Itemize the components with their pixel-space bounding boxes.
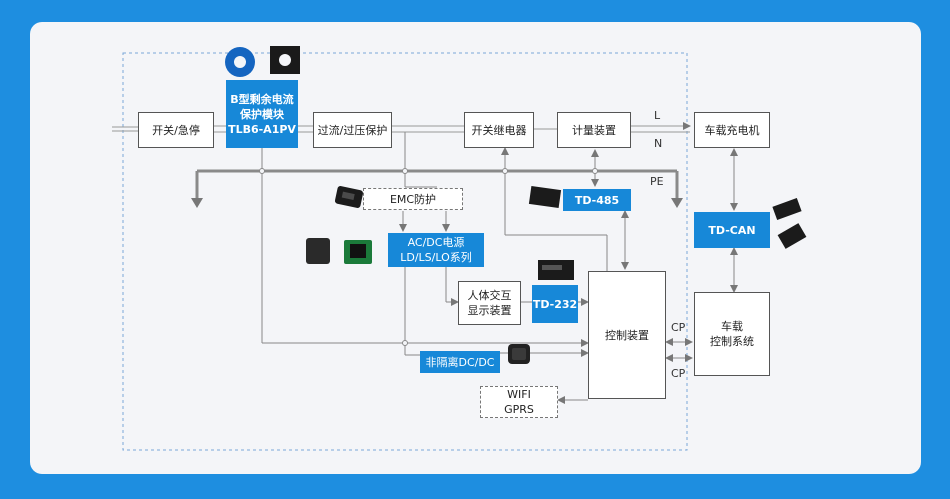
relay-label: 开关继电器 [471,123,527,137]
tdcan-chip-image [772,198,807,249]
crossing-marks [259,168,598,346]
td232-chip-image [538,260,574,280]
switch-estop-label: 开关/急停 [152,123,200,137]
control-label: 控制装置 [605,328,649,342]
emc-label: EMC防护 [389,192,437,206]
acdc-module: AC/DC电源 LD/LS/LO系列 [388,233,484,267]
meter-box: 计量装置 [557,112,631,148]
hmi-label-2: 显示装置 [467,304,512,317]
dcdc-module: 非隔离DC/DC [420,351,500,373]
tdcan-label: TD-CAN [708,223,756,237]
cp-label-1: CP [671,321,686,334]
line-pe-label: PE [650,175,664,188]
hmi-box: 人体交互 显示装置 [458,281,521,325]
charger-box: 车载充电机 [694,112,770,148]
emc-module-image [334,186,364,208]
vehicle-control-box: 车载 控制系统 [694,292,770,376]
rcd-label-3: TLB6-A1PV [228,122,296,136]
ovp-box: 过流/过压保护 [313,112,392,148]
td232-module: TD-232 [532,285,578,323]
hmi-label-1: 人体交互 [467,289,512,302]
rcd-module: B型剩余电流 保护模块 TLB6-A1PV [226,80,298,148]
cp-label-2: CP [671,367,686,380]
dcdc-module-image [508,344,530,364]
control-box: 控制装置 [588,271,666,399]
power-lines [112,122,691,133]
wifi-box: WIFI GPRS [480,386,558,418]
acdc-label-2: LD/LS/LO系列 [400,251,472,264]
vehicle-label-2: 控制系统 [710,335,754,348]
td485-module: TD-485 [563,189,631,211]
signal-lines [261,132,738,404]
acdc-module-image [306,238,372,264]
td485-label: TD-485 [574,193,620,207]
dcdc-label: 非隔离DC/DC [425,355,495,369]
relay-box: 开关继电器 [464,112,534,148]
acdc-label-1: AC/DC电源 [407,236,465,249]
wifi-label-2: GPRS [504,403,534,416]
ovp-label: 过流/过压保护 [317,123,388,137]
vehicle-label-1: 车载 [721,320,743,333]
line-l-label: L [654,109,661,122]
td232-label: TD-232 [532,297,578,311]
rcd-label-1: B型剩余电流 [230,92,294,106]
wifi-label-1: WIFI [507,388,531,401]
tdcan-module: TD-CAN [694,212,770,248]
charger-label: 车载充电机 [704,123,760,137]
system-boundary [122,52,688,451]
meter-label: 计量装置 [572,123,616,137]
rcd-label-2: 保护模块 [240,107,284,121]
line-n-label: N [654,137,663,150]
switch-estop-box: 开关/急停 [138,112,214,148]
emc-box: EMC防护 [363,188,463,210]
td485-chip-image [528,185,562,209]
current-sensor-image [225,46,300,77]
